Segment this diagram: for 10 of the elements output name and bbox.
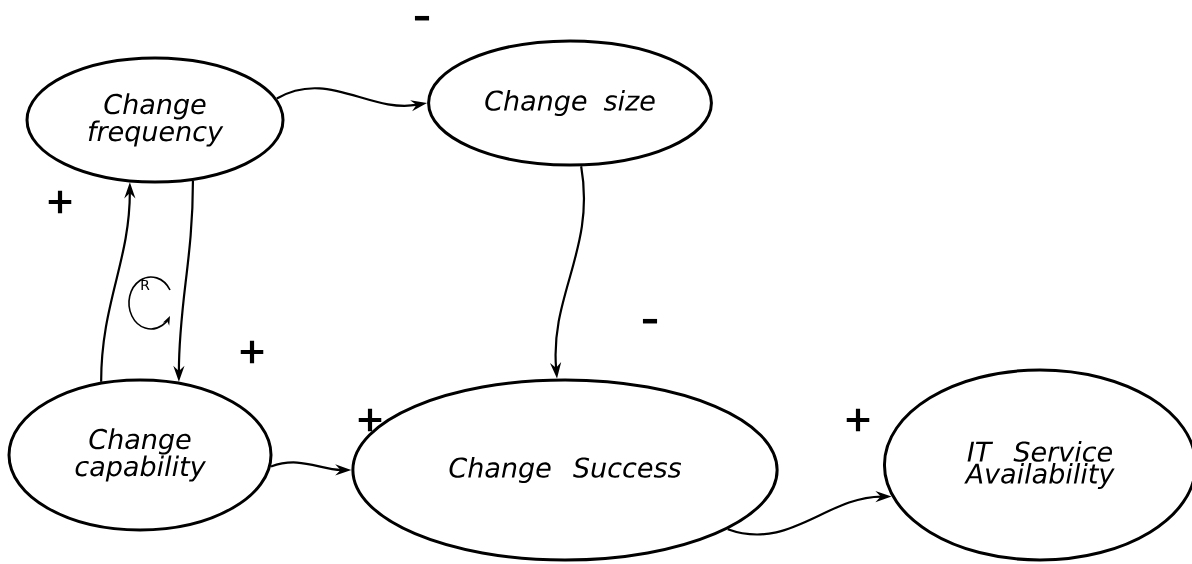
ellipse-node: Change capability xyxy=(7,378,273,532)
edge-label: + xyxy=(48,190,72,214)
edge-label: + xyxy=(358,408,382,432)
ellipse-node: Change frequency xyxy=(25,56,285,184)
ellipse-node: Change size xyxy=(427,39,713,167)
edge-label: – xyxy=(642,318,658,324)
edge-label: – xyxy=(414,15,430,21)
edge-label: + xyxy=(846,408,870,432)
loop-label: R xyxy=(141,279,150,291)
edge-label: + xyxy=(240,340,264,364)
